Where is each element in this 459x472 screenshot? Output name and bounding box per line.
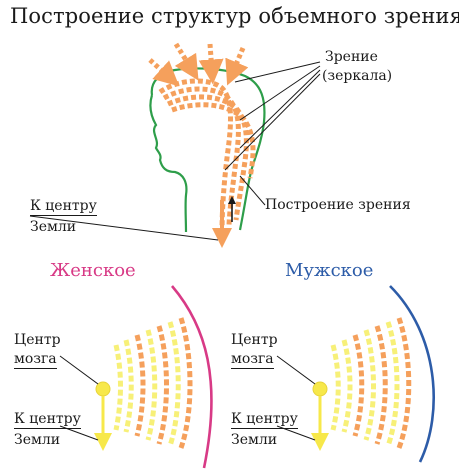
male-brain-label-line2: мозга [231,351,274,369]
vision-label-line1: Зрение [325,49,378,65]
top-earth-label-line1: К центру [30,198,97,216]
male-brain-label-line1: Центр [231,332,278,348]
male-earth-label-line1: К центру [231,411,298,429]
female-brain-label-line2: мозга [14,351,57,369]
male-arc [389,285,435,463]
earth-pointer-line [29,215,219,241]
female-figure [59,285,213,469]
female-brain-label-line1: Центр [14,332,61,348]
female-brain-center [95,381,111,397]
female-earth-label-line2: Земли [14,432,61,448]
female-arc [171,285,213,469]
male-brain-pointer [276,355,316,385]
construction-label: Построение зрения [265,197,411,213]
male-brain-center [312,381,328,397]
female-bands [113,317,193,449]
top-earth-label-line2: Земли [30,219,77,235]
page-title: Построение структур объемного зрения [10,4,459,28]
male-title: Мужское [285,260,374,281]
male-earth-label-line2: Земли [231,432,278,448]
male-bands [330,317,412,449]
incoming-rays [148,42,249,87]
head-figure [29,42,321,248]
construction-pointer-line [239,175,266,206]
vision-pointer-lines [224,61,321,171]
female-brain-pointer [59,355,99,385]
vision-label-line2: (зеркала) [322,68,393,84]
female-earth-label-line1: К центру [14,411,81,429]
male-figure [276,285,435,463]
female-title: Женское [50,260,136,281]
